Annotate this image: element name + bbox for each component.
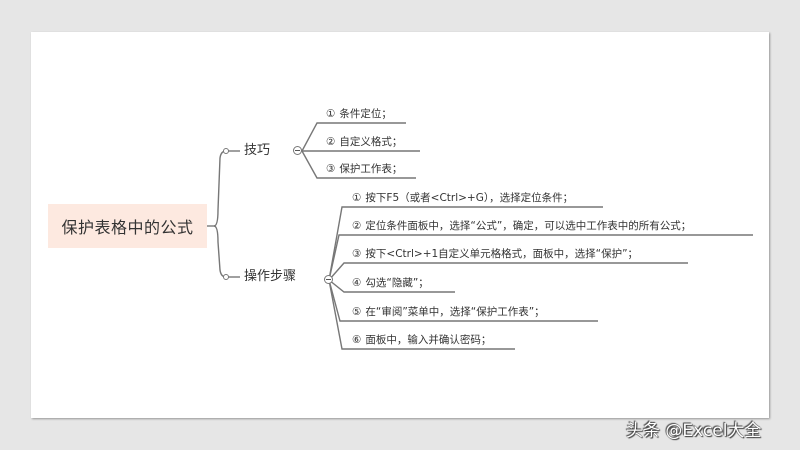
leaf-node-text: 按下<Ctrl>+1自定义单元格格式，面板中，选择“保护”； [365,248,639,260]
minus-circle-icon[interactable] [293,146,302,155]
leaf-node-text: 面板中，输入并确认密码； [365,334,492,346]
circled-number: ③ [352,248,362,260]
leaf-node-text: 条件定位； [339,108,392,120]
root-node-label: 保护表格中的公式 [61,218,194,237]
circled-number: ① [352,192,362,204]
leaf-node-text: 自定义格式； [339,136,403,148]
leaf-node-text: 定位条件面板中，选择“公式”，确定，可以选中工作表中的所有公式； [365,220,692,232]
leaf-node-text: 在“审阅”菜单中，选择“保护工作表”； [365,306,545,318]
branch-node-label: 技巧 [244,143,271,158]
root-node[interactable]: 保护表格中的公式 [48,204,207,248]
leaf-node-text: 按下F5（或者<Ctrl>+G），选择定位条件； [365,192,574,204]
circled-number: ② [352,220,362,232]
leaf-node-text: 保护工作表； [339,163,403,175]
watermark: 头条 @Excel大全 [626,421,762,441]
branch-node-tips[interactable]: 技巧 [244,143,270,159]
branch-node-steps[interactable]: 操作步骤 [244,269,296,285]
circled-number: ⑥ [352,334,362,346]
circled-number: ④ [352,277,362,289]
circled-number: ② [326,136,336,148]
leaf-node-text: 勾选“隐藏”； [365,277,429,289]
circled-number: ⑤ [352,306,362,318]
circled-number: ③ [326,163,336,175]
branch-node-label: 操作步骤 [244,269,297,284]
minus-circle-icon[interactable] [324,275,333,284]
circled-number: ① [326,108,336,120]
